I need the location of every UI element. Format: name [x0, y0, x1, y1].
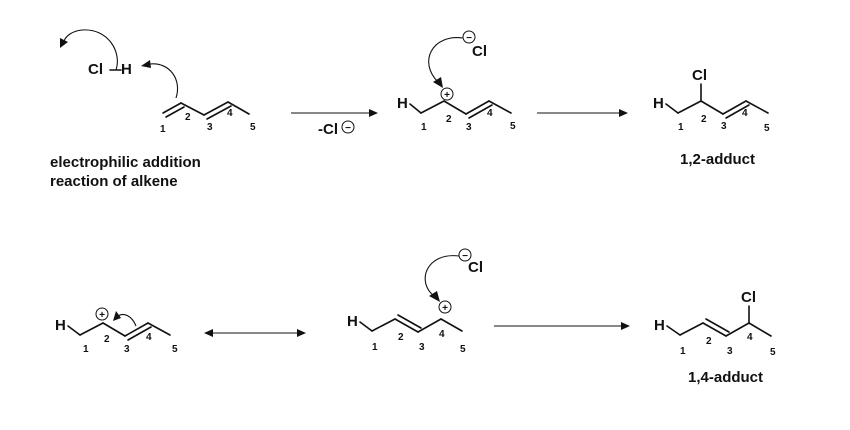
curly-arrow-hcl-to-cl	[63, 29, 118, 71]
position-label: 2	[701, 114, 707, 125]
chloride-label: Cl	[468, 259, 483, 276]
position-label: 1	[680, 346, 686, 357]
curly-arrow-hcl-to-cl-head	[60, 38, 68, 48]
position-label: 2	[398, 332, 404, 343]
curly-arrow-cl-to-c4	[424, 255, 460, 297]
chloride-label: -Cl	[318, 121, 338, 138]
positive-charge-symbol: +	[99, 310, 105, 321]
position-label: 1	[372, 342, 378, 353]
curly-arrow-pi-to-h	[149, 63, 178, 99]
chlorine-label: Cl	[692, 67, 707, 84]
position-label: 4	[439, 329, 445, 340]
position-label: 2	[446, 114, 452, 125]
product-12-adduct: H Cl 1 2 3 4 5	[653, 67, 770, 134]
position-label: 2	[706, 336, 712, 347]
reactant-pentadiene: 1 2 3 4 5	[160, 101, 256, 135]
position-label: 4	[742, 108, 748, 119]
position-label: 1	[678, 122, 684, 133]
curly-arrow-cl-to-c2-head	[433, 77, 443, 88]
position-label: 4	[487, 108, 493, 119]
position-label: 5	[510, 121, 516, 132]
resonance-form-c4-cation: H + 1 2 3 4 5	[347, 300, 466, 355]
reaction-arrow-3-head	[621, 322, 630, 330]
curly-arrow-resonance	[117, 313, 137, 327]
position-label: 5	[770, 347, 776, 358]
hcl-hydrogen-label: H	[121, 61, 132, 78]
resonance-form-c2-cation: H + 1 2 3 4 5	[55, 307, 178, 355]
hydrogen-label: H	[55, 317, 66, 334]
resonance-arrow-right-head	[297, 329, 306, 337]
hcl-chlorine-label: Cl	[88, 61, 103, 78]
hydrogen-label: H	[347, 313, 358, 330]
position-label: 5	[250, 122, 256, 133]
chloride-nucleophile-top: − Cl	[462, 30, 487, 60]
reaction-arrow-2-head	[619, 109, 628, 117]
hydrogen-label: H	[654, 317, 665, 334]
minus-charge-symbol: −	[466, 33, 472, 44]
product-caption-12: 1,2-adduct	[680, 151, 755, 168]
positive-charge-symbol: +	[444, 90, 450, 101]
position-label: 1	[421, 122, 427, 133]
position-label: 5	[764, 123, 770, 134]
position-label: 4	[747, 332, 753, 343]
chloride-nucleophile-bottom: − Cl	[458, 248, 483, 276]
minus-charge-symbol: −	[345, 123, 351, 134]
position-label: 3	[124, 344, 130, 355]
product-14-adduct: H Cl 1 2 3 4 5	[654, 289, 776, 358]
reactant-hcl: Cl H	[88, 61, 132, 78]
positive-charge	[440, 87, 454, 101]
minus-charge-symbol: −	[462, 251, 468, 262]
curly-arrow-pi-to-h-head	[141, 60, 151, 68]
reaction-caption-line2: reaction of alkene	[50, 173, 178, 190]
chloride-leaving-label: -Cl −	[318, 120, 355, 138]
position-label: 1	[83, 344, 89, 355]
position-label: 3	[727, 346, 733, 357]
curly-arrow-cl-to-c4-head	[429, 291, 440, 302]
position-label: 2	[104, 334, 110, 345]
positive-charge-symbol: +	[442, 303, 448, 314]
position-label: 1	[160, 124, 166, 135]
chloride-label: Cl	[472, 43, 487, 60]
position-label: 3	[419, 342, 425, 353]
product-caption-14: 1,4-adduct	[688, 369, 763, 386]
positive-charge	[95, 307, 109, 321]
chlorine-label: Cl	[741, 289, 756, 306]
position-label: 5	[172, 344, 178, 355]
resonance-arrow-left-head	[204, 329, 213, 337]
position-label: 4	[146, 332, 152, 343]
position-label: 3	[721, 121, 727, 132]
position-label: 4	[227, 108, 233, 119]
position-label: 5	[460, 344, 466, 355]
reaction-caption-line1: electrophilic addition	[50, 154, 201, 171]
position-label: 2	[185, 112, 191, 123]
hydrogen-label: H	[397, 95, 408, 112]
reaction-arrow-1-head	[369, 109, 378, 117]
hydrogen-label: H	[653, 95, 664, 112]
position-label: 3	[466, 122, 472, 133]
curly-arrow-cl-to-c2	[428, 37, 464, 83]
position-label: 3	[207, 122, 213, 133]
curly-arrow-resonance-head	[113, 311, 121, 321]
positive-charge	[438, 300, 452, 314]
allylic-carbocation-top: H + 1 2 3 4 5	[397, 87, 516, 133]
